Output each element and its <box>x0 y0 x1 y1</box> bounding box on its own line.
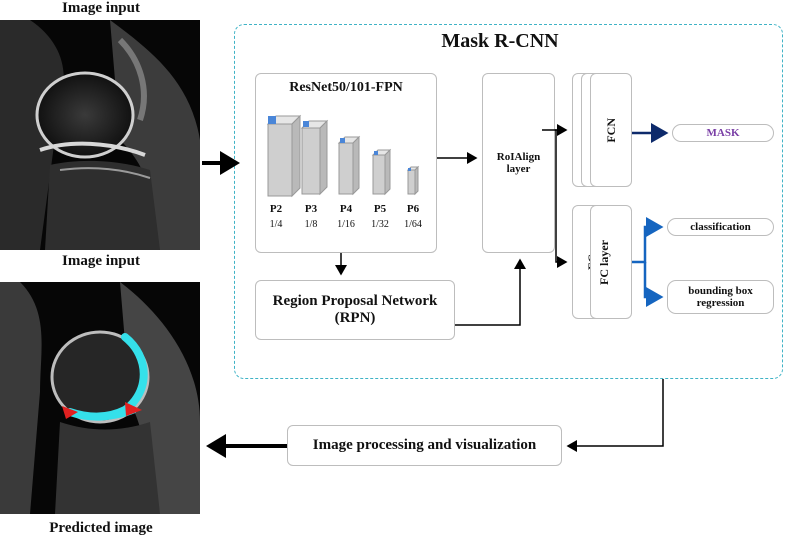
level-p2-label: P2 <box>269 203 283 215</box>
input-mri-image <box>0 20 200 250</box>
level-p5-label: P5 <box>373 203 387 215</box>
roialign-box: RoIAlign layer <box>482 73 555 253</box>
frame-title: Mask R-CNN <box>441 30 559 52</box>
level-p6-label: P6 <box>406 203 420 215</box>
level-p3-scale: 1/8 <box>304 219 318 230</box>
rpn-box: Region Proposal Network (RPN) <box>255 280 455 340</box>
level-p2-scale: 1/4 <box>269 219 283 230</box>
mask-output-label: MASK <box>706 127 740 139</box>
roialign-label-line2: layer <box>506 163 531 175</box>
fcn-box-front: FCN <box>590 73 632 187</box>
rpn-label-line1: Region Proposal Network <box>272 293 438 309</box>
arrow-model-to-processing <box>566 379 664 452</box>
backbone-title: ResNet50/101-FPN <box>289 80 403 95</box>
mask-output-box: MASK <box>672 124 774 142</box>
level-p5-scale: 1/32 <box>371 219 389 230</box>
processing-label: Image processing and visualization <box>312 437 537 453</box>
caption-input-top: Image input <box>62 0 140 16</box>
caption-input-bottom: Image input <box>62 253 140 269</box>
mask-rcnn-frame <box>234 24 783 379</box>
level-p4-scale: 1/16 <box>337 219 355 230</box>
roialign-label-line1: RoIAlign <box>496 151 541 163</box>
predicted-mri-image <box>0 282 200 514</box>
fcn-label: FCN <box>603 117 618 143</box>
level-p6-scale: 1/64 <box>404 219 422 230</box>
caption-predicted: Predicted image <box>49 520 153 536</box>
classification-output-label: classification <box>690 221 751 233</box>
rpn-label-line2: (RPN) <box>334 310 376 326</box>
bbox-output-label-line1: bounding box <box>688 285 753 297</box>
fc-label-2: FC layer <box>597 239 611 285</box>
level-p3-label: P3 <box>304 203 318 215</box>
level-p4-label: P4 <box>339 203 353 215</box>
fc-box-2: FC layer <box>590 205 632 319</box>
processing-box: Image processing and visualization <box>287 425 562 466</box>
classification-output-box: classification <box>667 218 774 236</box>
bbox-output-box: bounding box regression <box>667 280 774 314</box>
bbox-output-label-line2: regression <box>696 297 745 309</box>
